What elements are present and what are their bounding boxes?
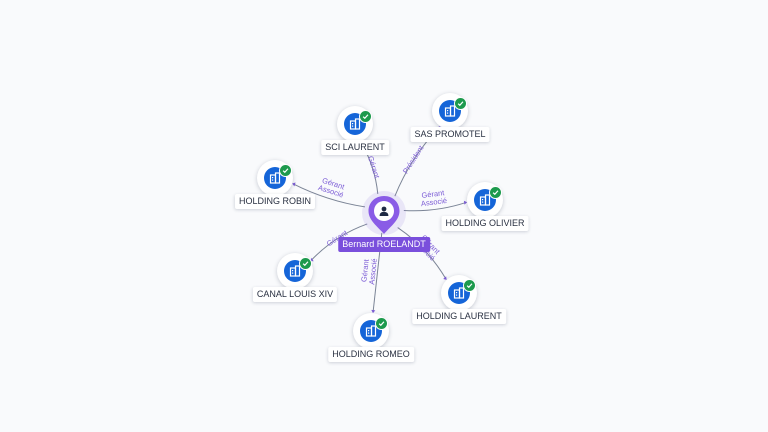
edge-arrow-icon bbox=[292, 182, 296, 187]
company-label[interactable]: HOLDING LAURENT bbox=[412, 309, 506, 324]
edge-arrow-icon bbox=[463, 200, 468, 205]
relation-role: Associé bbox=[420, 196, 447, 208]
relation-role: Gérant bbox=[366, 155, 382, 180]
company-label[interactable]: HOLDING ROBIN bbox=[234, 194, 316, 209]
verified-check-icon bbox=[375, 317, 388, 330]
relation-role: Président bbox=[401, 143, 426, 175]
verified-check-icon bbox=[489, 186, 502, 199]
person-label[interactable]: Bernard ROELANDT bbox=[338, 237, 430, 252]
verified-check-icon bbox=[279, 164, 292, 177]
edge-arrow-icon bbox=[371, 309, 376, 314]
verified-check-icon bbox=[299, 257, 312, 270]
relation-label-sci-laurent: Gérant bbox=[366, 155, 382, 180]
relation-role: Gérant bbox=[359, 258, 371, 283]
edge-canal-louis-xiv bbox=[310, 223, 368, 261]
verified-check-icon bbox=[463, 279, 476, 292]
relation-role: Gérant bbox=[421, 188, 446, 200]
company-label[interactable]: CANAL LOUIS XIV bbox=[252, 287, 338, 302]
edge-holding-robin bbox=[292, 183, 366, 208]
relation-role: Associé bbox=[367, 258, 379, 285]
company-label[interactable]: SAS PROMOTEL bbox=[410, 127, 490, 142]
verified-check-icon bbox=[359, 110, 372, 123]
verified-check-icon bbox=[454, 97, 467, 110]
relation-label-sas-promotel: Président bbox=[401, 143, 426, 175]
company-label[interactable]: SCI LAURENT bbox=[321, 140, 389, 155]
edge-holding-olivier bbox=[403, 201, 467, 212]
company-label[interactable]: HOLDING OLIVIER bbox=[441, 216, 529, 231]
company-label[interactable]: HOLDING ROMEO bbox=[328, 347, 414, 362]
user-icon bbox=[379, 206, 389, 216]
